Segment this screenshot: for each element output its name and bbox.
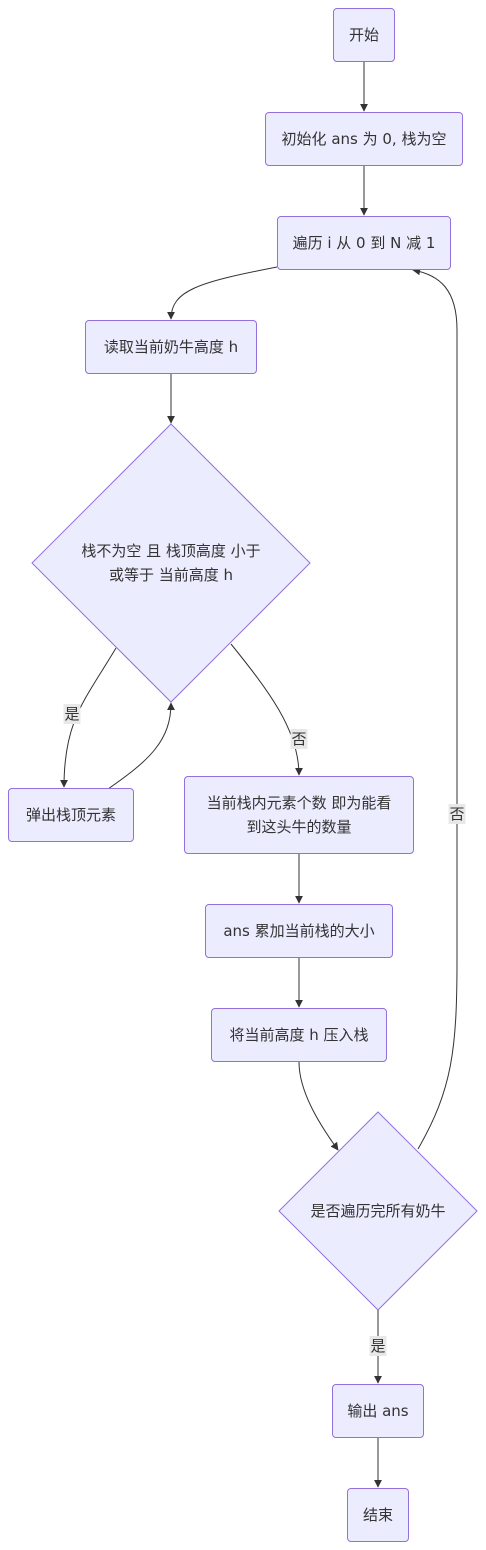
decision-done-text: 是否遍历完所有奶牛 <box>293 1199 463 1223</box>
edge-loop-to-read <box>167 266 278 320</box>
edge-pop-to-cond-stack <box>107 702 175 790</box>
node-accumulate-label: ans 累加当前栈的大小 <box>223 922 375 940</box>
node-init-label: 初始化 ans 为 0, 栈为空 <box>281 130 447 148</box>
node-end: 结束 <box>347 1488 409 1542</box>
node-count-label-line1: 当前栈内元素个数 即为能看 <box>206 794 392 812</box>
node-count-label-line2: 到这头牛的数量 <box>246 818 352 836</box>
node-pop: 弹出栈顶元素 <box>8 788 134 842</box>
node-push-label: 将当前高度 h 压入栈 <box>229 1026 369 1044</box>
node-output: 输出 ans <box>332 1384 424 1438</box>
decision-done-label: 是否遍历完所有奶牛 <box>310 1202 446 1220</box>
edge-cond-stack-no-to-count <box>230 643 303 776</box>
decision-stack-label-line2: 或等于 当前高度 h <box>108 566 234 584</box>
edge-label-cond-stack-yes: 是 <box>63 704 81 724</box>
node-read: 读取当前奶牛高度 h <box>85 320 257 374</box>
edge-label-cond-stack-no: 否 <box>290 729 308 749</box>
node-pop-label: 弹出栈顶元素 <box>25 806 116 824</box>
edge-label-cond-done-yes: 是 <box>369 1336 387 1356</box>
node-read-label: 读取当前奶牛高度 h <box>103 338 239 356</box>
node-loop-label: 遍历 i 从 0 到 N 减 1 <box>292 234 436 252</box>
edge-cond-done-no-to-loop <box>412 267 458 1150</box>
node-init: 初始化 ans 为 0, 栈为空 <box>265 112 463 166</box>
node-push: 将当前高度 h 压入栈 <box>211 1008 387 1062</box>
node-count: 当前栈内元素个数 即为能看 到这头牛的数量 <box>184 776 414 854</box>
node-end-label: 结束 <box>362 1506 393 1524</box>
edge-label-cond-done-no: 否 <box>448 804 466 824</box>
node-start-label: 开始 <box>348 26 379 44</box>
edge-push-to-cond-done <box>298 1061 339 1151</box>
decision-stack-label-line1: 栈不为空 且 栈顶高度 小于 <box>81 542 261 560</box>
node-output-label: 输出 ans <box>347 1402 409 1420</box>
node-loop: 遍历 i 从 0 到 N 减 1 <box>277 216 451 270</box>
decision-stack-shape <box>31 423 311 703</box>
node-accumulate: ans 累加当前栈的大小 <box>205 904 393 958</box>
node-start: 开始 <box>333 8 395 62</box>
decision-stack-text: 栈不为空 且 栈顶高度 小于 或等于 当前高度 h <box>66 535 276 591</box>
